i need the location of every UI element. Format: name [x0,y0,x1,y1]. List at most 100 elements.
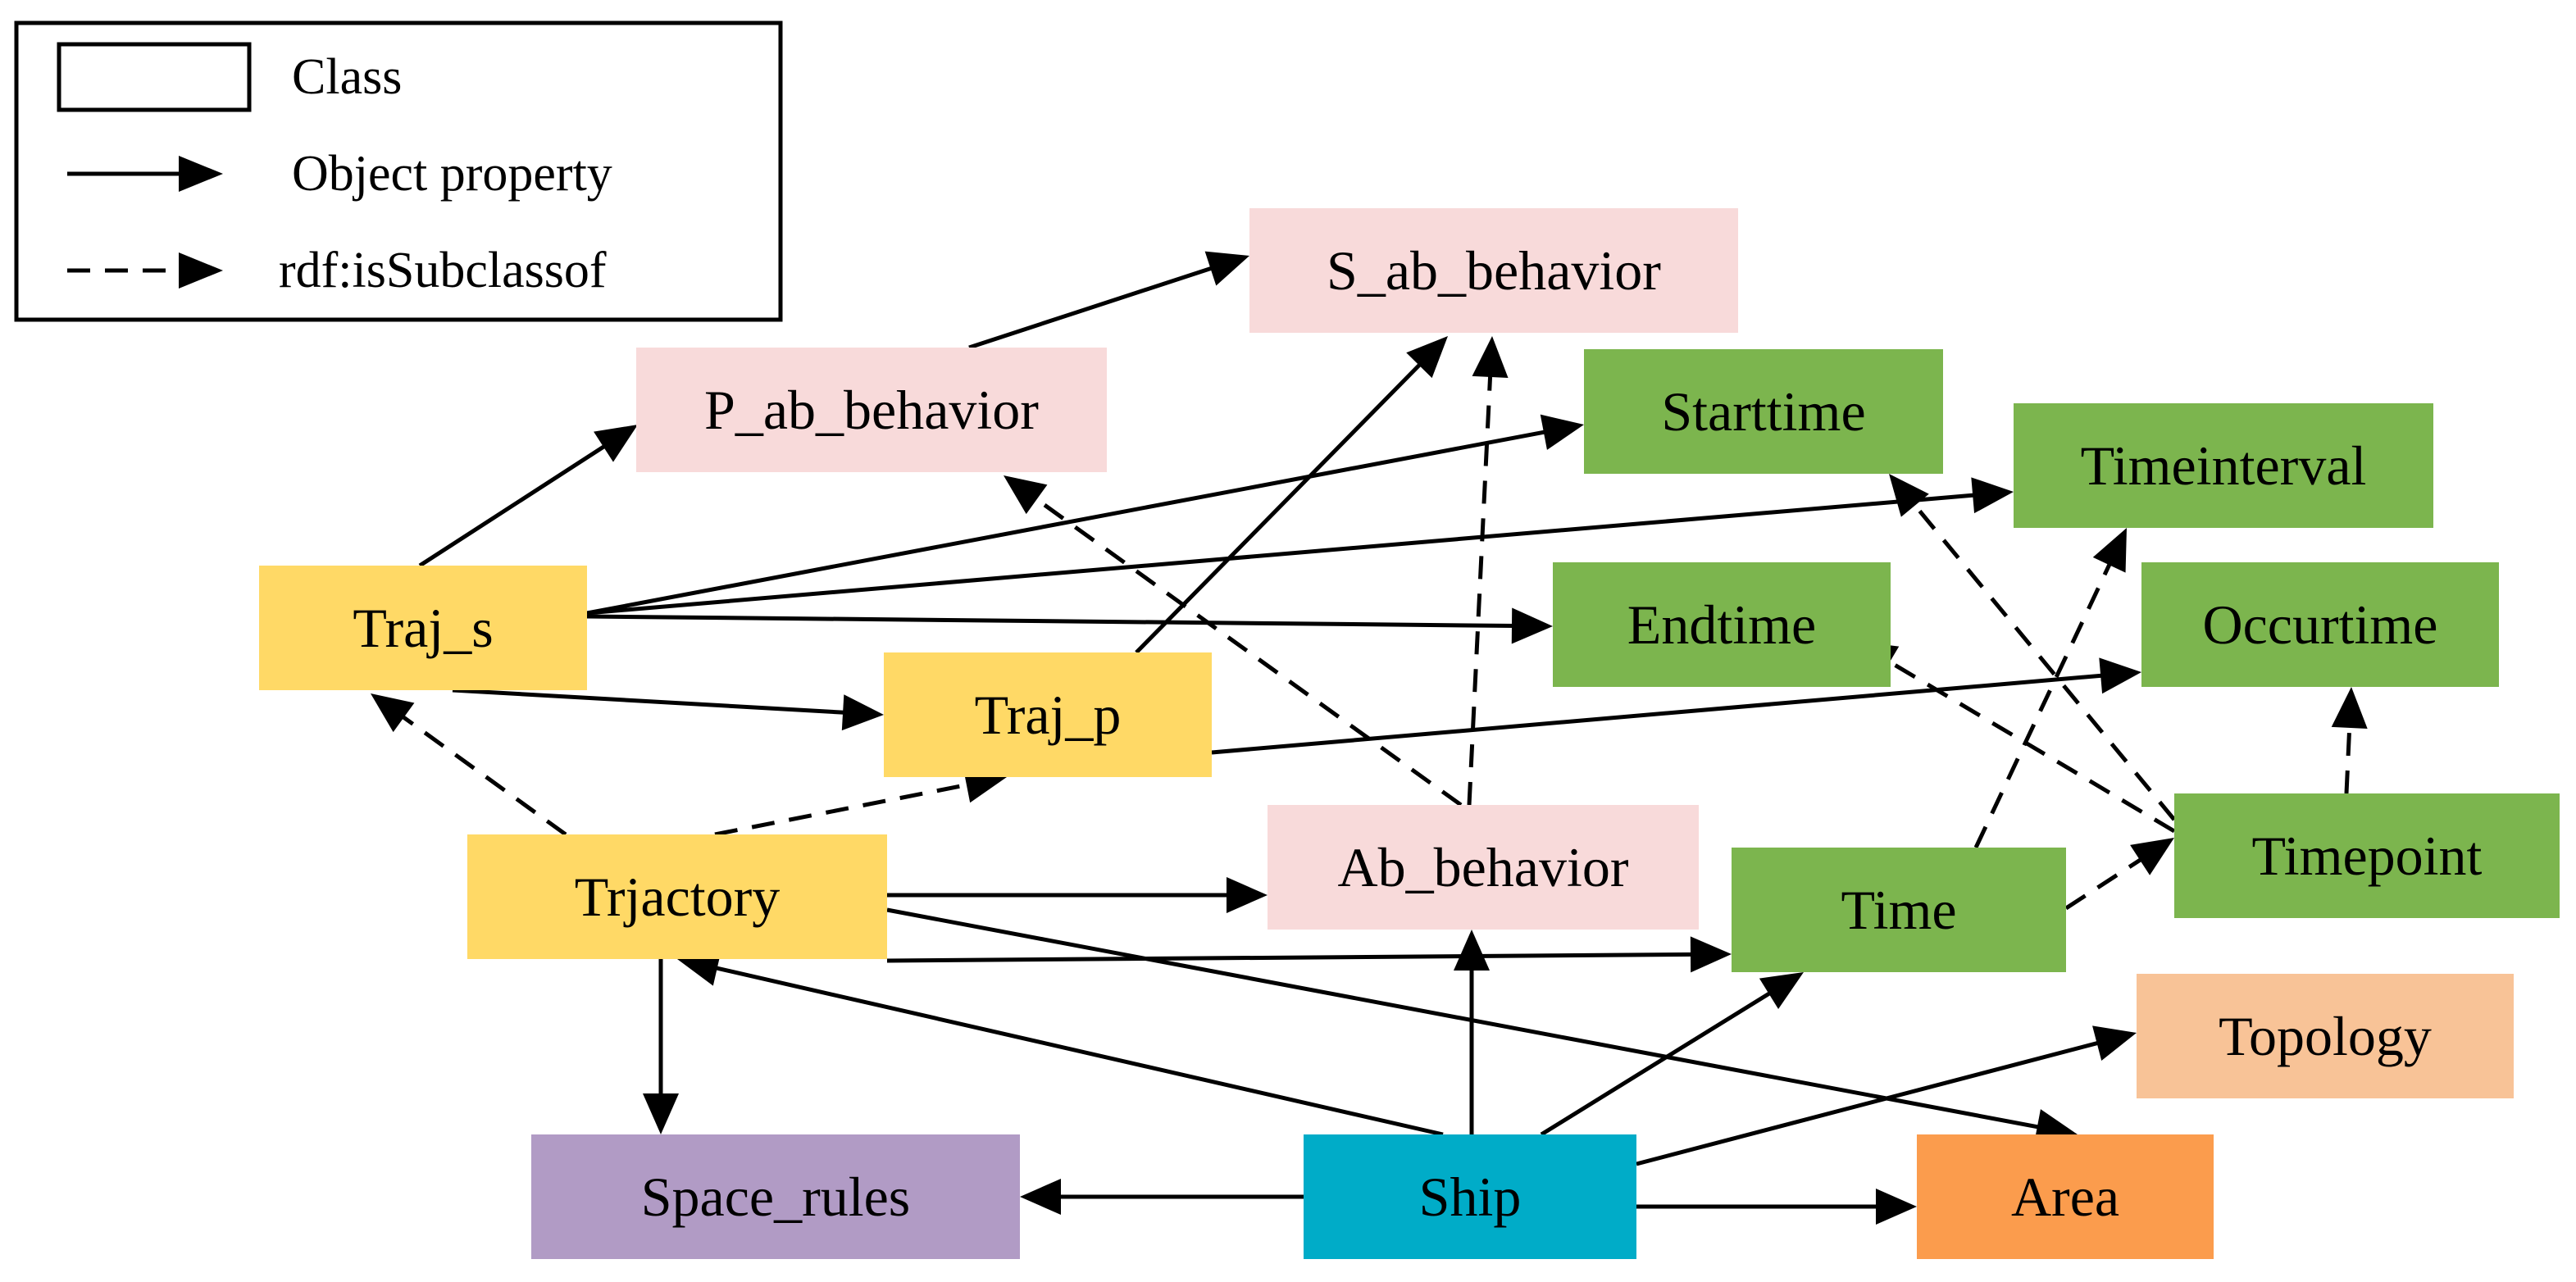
edge-line [2344,724,2352,794]
edge-time-to-timeinterval [1973,528,2127,849]
edge-arrowhead [1511,607,1553,644]
node-starttime-box [1584,349,1943,474]
edge-trjactory-to-traj-p [714,767,1007,837]
edge-ship-to-space-rules [1020,1179,1304,1215]
edge-arrowhead [2092,528,2127,573]
edge-arrowhead [1540,414,1584,450]
node-timeinterval-box [2014,403,2433,528]
node-endtime-box [1553,562,1891,687]
edge-traj-s-to-timeinterval [586,477,2014,616]
edge-line [399,713,567,837]
node-ab-behavior[interactable]: Ab_behavior [1268,805,1699,930]
edge-time-to-timepoint [2064,838,2174,911]
edge-ship-to-trjactory [677,950,1444,1137]
edge-line [1540,990,1773,1137]
edges [371,251,2368,1225]
edge-arrowhead [841,694,884,731]
node-occurtime-box [2141,562,2499,687]
edge-line [713,965,1444,1137]
edge-arrowhead [1472,336,1509,379]
node-space-rules[interactable]: Space_rules [531,1134,1020,1259]
edge-line [586,614,1516,629]
edge-arrowhead [2092,1025,2137,1061]
node-trjactory-label: Trjactory [575,866,781,928]
edge-arrowhead [1020,1179,1061,1215]
node-s-ab-behavior-box [1249,208,1738,333]
edge-arrowhead [1876,1189,1917,1225]
edge-trjactory-to-time [886,936,1732,973]
edge-ship-to-ab-behavior [1454,930,1490,1134]
node-ab-behavior-label: Ab_behavior [1337,836,1628,898]
node-s-ab-behavior-label: S_ab_behavior [1327,239,1661,302]
edge-line [452,688,847,715]
node-topology-label: Topology [2219,1005,2432,1067]
node-timepoint[interactable]: Timepoint [2174,793,2560,918]
node-timeinterval[interactable]: Timeinterval [2014,403,2433,528]
edge-line [1032,495,1463,807]
edge-arrowhead [1227,877,1268,913]
edge-traj-s-to-endtime [586,607,1553,644]
edge-traj-p-to-occurtime [1211,657,2141,755]
node-traj-p-label: Traj_p [975,684,1122,746]
node-starttime-label: Starttime [1661,380,1865,443]
node-time[interactable]: Time [1732,848,2066,972]
edge-ab-behavior-to-s-ab-behavior [1467,336,1509,806]
legend-class-label: Class [292,49,402,105]
node-starttime[interactable]: Starttime [1584,349,1943,474]
legend-subclass-label: rdf:isSubclassof [279,243,607,298]
legend-class-symbol [57,42,252,112]
node-traj-p[interactable]: Traj_p [884,652,1212,777]
edge-line [886,907,2041,1130]
node-endtime[interactable]: Endtime [1553,562,1891,687]
edge-arrowhead [1690,936,1732,973]
edge-line [1973,561,2113,849]
edge-line [586,430,1548,616]
node-p-ab-behavior-label: P_ab_behavior [704,379,1039,441]
node-ab-behavior-box [1268,805,1699,930]
edge-arrowhead [1204,251,1249,286]
node-p-ab-behavior-box [636,348,1107,472]
edge-p-ab-behavior-to-s-ab-behavior [968,251,1249,350]
edge-ship-to-topology [1636,1025,2137,1166]
node-traj-s-box [259,566,587,690]
node-traj-s[interactable]: Traj_s [259,566,587,690]
node-area-box [1917,1134,2214,1259]
legend-object-property-label: Object property [292,146,612,202]
node-time-label: Time [1841,879,1956,941]
edge-arrowhead [1889,474,1929,517]
node-trjactory-box [467,834,887,959]
edge-line [418,443,608,568]
edge-timepoint-to-occurtime [2331,687,2368,794]
edge-traj-s-to-traj-p [452,688,884,731]
edge-trjactory-to-traj-s [371,693,567,837]
node-traj-p-box [884,652,1212,777]
legend-object-property-arrowhead [179,156,223,192]
node-p-ab-behavior[interactable]: P_ab_behavior [636,348,1107,472]
node-area[interactable]: Area [1917,1134,2214,1259]
nodes: S_ab_behavior P_ab_behavior Starttime Ti… [259,208,2560,1259]
node-area-label: Area [2011,1166,2119,1228]
edge-timepoint-to-starttime [1889,474,2176,821]
edge-line [1211,673,2105,755]
edge-arrowhead [1406,336,1448,379]
edge-ab-behavior-to-p-ab-behavior [1004,475,1463,807]
edge-line [1911,501,2176,821]
edge-arrowhead [1454,930,1490,971]
edge-arrowhead [594,425,638,462]
node-ship[interactable]: Ship [1304,1134,1636,1259]
edge-arrowhead [2130,838,2174,875]
edge-line [586,493,1977,616]
edge-line [968,265,1215,350]
edge-arrowhead [677,950,721,986]
node-timeinterval-label: Timeinterval [2081,434,2367,497]
node-trjactory[interactable]: Trjactory [467,834,887,959]
node-s-ab-behavior[interactable]: S_ab_behavior [1249,208,1738,333]
edge-traj-s-to-p-ab-behavior [418,425,638,568]
node-topology[interactable]: Topology [2137,974,2514,1098]
node-ship-box [1304,1134,1636,1259]
edge-arrowhead [643,1093,679,1134]
legend: Class Object property rdf:isSubclassof [14,20,783,322]
legend-subclass-arrowhead [179,252,223,289]
node-occurtime[interactable]: Occurtime [2141,562,2499,687]
edge-line [1886,658,2176,834]
